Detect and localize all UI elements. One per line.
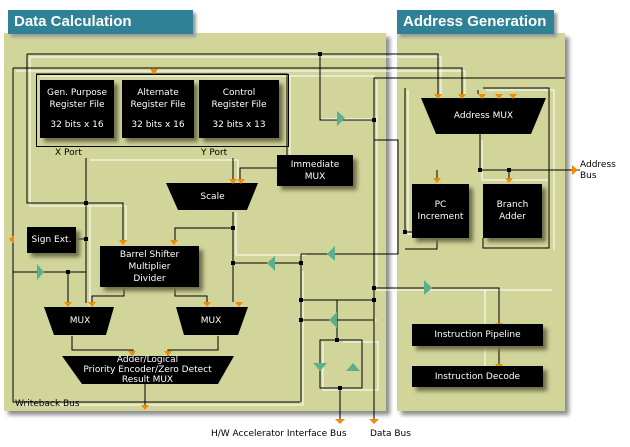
data-calculation-title: Data Calculation [8,10,193,34]
barrel-shifter-block[interactable]: Barrel Shifter Multiplier Divider [100,246,199,287]
arrow-down-icon [509,94,517,99]
arrow-down-icon [203,302,211,307]
arrow-down-icon [335,419,345,424]
arrow-right-icon [424,280,432,295]
adder-logical-block[interactable]: Adder/Logical Priority Encoder/Zero Dete… [83,355,212,385]
control-register-file[interactable]: Control Register File 32 bits x 13 [199,80,279,138]
arrow-down-icon [458,94,466,99]
x-port-label: X Port [55,148,82,158]
pc-increment-block[interactable]: PC Increment [412,184,469,238]
arrow-down-icon [505,178,513,183]
junction-dots [66,52,511,390]
arrow-right-icon [572,165,578,175]
instruction-pipeline-block[interactable]: Instruction Pipeline [412,324,543,346]
arrow-down-icon [434,94,442,99]
arrow-down-icon [119,240,127,245]
teal-arrows [37,111,432,371]
scale-block[interactable]: Scale [200,191,225,202]
alt-register-size: 32 bits x 16 [131,120,185,130]
arrow-down-icon [64,302,72,307]
arrow-down-icon [150,69,158,75]
arrow-down-icon [237,179,245,184]
writeback-bus-label: Writeback Bus [15,399,80,409]
arrow-left-icon [9,235,14,244]
white-wire-shadows [16,56,555,406]
ctrl-register-name: Control Register File [211,88,267,110]
arrow-down-icon [141,405,149,410]
immediate-mux-block[interactable]: Immediate MUX [277,155,353,186]
arrow-down-icon [229,179,237,184]
gp-register-size: 32 bits x 16 [50,120,104,130]
gp-register-name: Gen. Purpose Register File [46,88,108,110]
arrow-right-icon [37,264,44,280]
arrow-left-icon [267,256,275,271]
mux-left-block[interactable]: MUX [69,316,91,326]
arrow-right-icon [337,111,345,126]
arrow-left-icon [329,312,337,328]
mux-right-shape [176,307,248,335]
branch-adder-block[interactable]: Branch Adder [483,184,542,238]
black-wires [12,53,580,420]
data-bus-label: Data Bus [370,429,411,439]
alt-register-name: Alternate Register File [130,88,186,110]
arrow-down-icon [170,240,178,245]
mux-left-shape [44,307,114,335]
arrow-down-icon [433,178,441,183]
arrow-down-icon [369,419,379,424]
scale-shape [166,183,258,210]
arrow-down-icon [313,363,327,371]
address-mux-shape [421,98,546,134]
arrow-down-icon [128,351,136,356]
arrow-up-icon [346,363,360,371]
address-bus-label: Address Bus [580,160,616,181]
gp-register-file[interactable]: Gen. Purpose Register File 32 bits x 16 [40,80,114,138]
address-mux-block[interactable]: Address MUX [453,111,514,121]
register-file-group [36,74,289,147]
mux-right-block[interactable]: MUX [200,316,222,326]
alternate-register-file[interactable]: Alternate Register File 32 bits x 16 [122,80,194,138]
arrow-down-icon [164,351,172,356]
arrow-down-icon [235,302,243,307]
arrow-down-icon [478,94,486,99]
hw-accelerator-bus-label: H/W Accelerator Interface Bus [211,429,347,439]
y-port-label: Y Port [201,148,228,158]
ctrl-register-size: 32 bits x 13 [212,120,266,130]
sign-ext-block[interactable]: Sign Ext. [27,227,76,253]
adder-shape [62,356,234,384]
instruction-decode-block[interactable]: Instruction Decode [412,366,543,387]
address-generation-title: Address Generation [397,10,554,34]
arrow-down-icon [495,94,503,99]
arrow-left-icon [327,246,335,261]
orange-arrows [9,69,578,424]
arrow-down-icon [88,302,96,307]
